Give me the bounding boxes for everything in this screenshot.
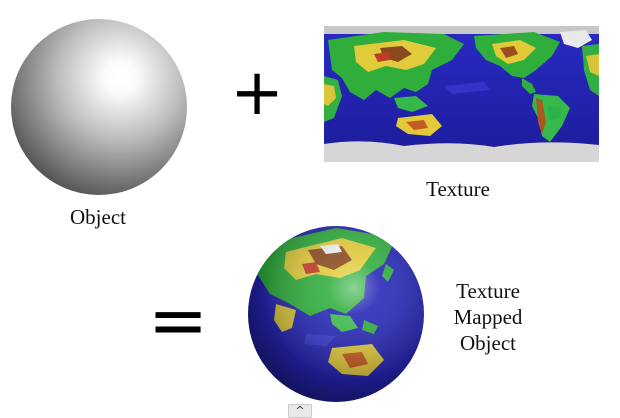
scroll-up-button[interactable]: ^	[288, 404, 312, 418]
result-label: Texture Mapped Object	[438, 278, 538, 356]
plain-sphere	[11, 19, 187, 195]
result-label-line-1: Texture	[456, 279, 520, 303]
result-label-line-2: Mapped	[453, 305, 523, 329]
texture-map	[324, 26, 599, 162]
plus-sign: +	[230, 56, 284, 130]
result-label-line-3: Object	[460, 331, 516, 355]
texture-label: Texture	[426, 177, 490, 201]
antarctica-shape	[324, 141, 599, 162]
object-label: Object	[70, 205, 126, 229]
texture-mapped-globe	[248, 226, 424, 402]
equals-sign: =	[147, 278, 209, 362]
